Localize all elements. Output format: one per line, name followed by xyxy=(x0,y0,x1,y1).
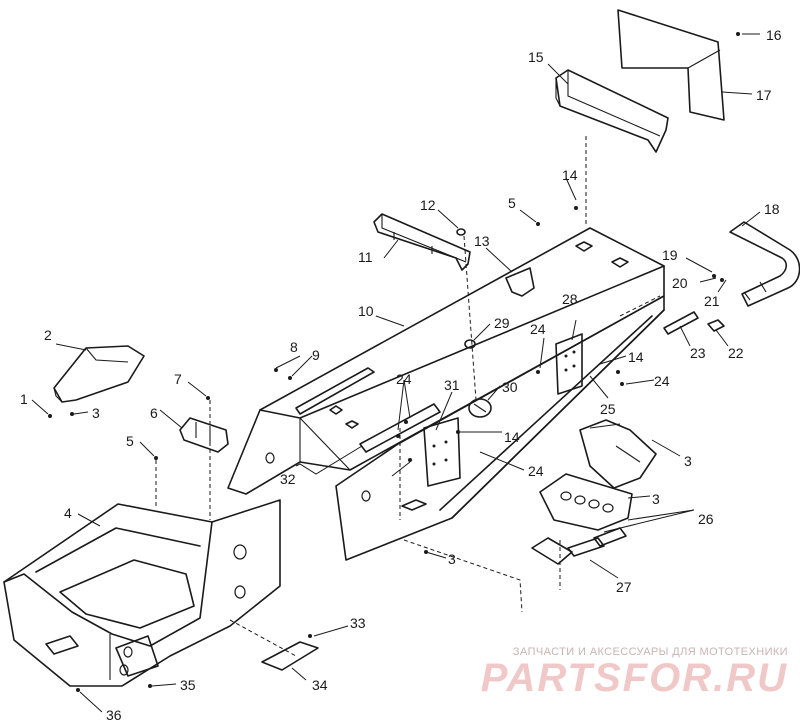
watermark-logo: PARTSFOR.RU xyxy=(480,656,788,700)
part-31-bracket xyxy=(423,417,461,487)
callout-30: 30 xyxy=(502,379,518,395)
callout-23: 23 xyxy=(690,345,706,361)
callout-3: 3 xyxy=(448,551,456,567)
callout-13: 13 xyxy=(474,233,490,249)
callout-22: 22 xyxy=(728,345,744,361)
part-11-bracket xyxy=(373,213,471,271)
callout-29: 29 xyxy=(494,315,510,331)
part-29-washer xyxy=(464,339,476,349)
part-34-strip xyxy=(261,641,319,671)
callout-17: 17 xyxy=(756,87,772,103)
callout-9: 9 xyxy=(312,347,320,363)
callout-11: 11 xyxy=(358,249,373,265)
callout-35: 35 xyxy=(180,677,196,693)
callout-14: 14 xyxy=(562,167,578,183)
callout-15: 15 xyxy=(528,49,544,65)
callouts: 1 2 3 3 3 3 4 5 5 6 7 8 9 10 11 12 13 14… xyxy=(20,27,782,723)
part-26-upper-shield xyxy=(579,419,657,489)
callout-3: 3 xyxy=(92,405,100,421)
part-17-flap xyxy=(617,9,725,121)
callout-24: 24 xyxy=(654,373,670,389)
part-18-bumper xyxy=(729,221,800,307)
watermark: ЗАПЧАСТИ И АКСЕССУАРЫ ДЛЯ МОТОТЕХНИКИ PA… xyxy=(481,646,788,701)
part-15-bracket xyxy=(555,69,669,153)
callout-24: 24 xyxy=(530,321,546,337)
part-2-bracket xyxy=(53,345,145,403)
callout-3: 3 xyxy=(652,491,660,507)
callout-5: 5 xyxy=(126,433,134,449)
fasteners xyxy=(48,32,740,692)
callout-14: 14 xyxy=(504,429,520,445)
callout-3: 3 xyxy=(684,453,692,469)
callout-28: 28 xyxy=(562,291,578,307)
callout-31: 31 xyxy=(444,377,460,393)
callout-12: 12 xyxy=(420,197,436,213)
callout-24: 24 xyxy=(528,463,544,479)
callout-7: 7 xyxy=(174,371,182,387)
part-12-nut xyxy=(456,228,466,236)
callout-19: 19 xyxy=(662,247,678,263)
callout-14: 14 xyxy=(628,349,644,365)
part-4-front-chassis xyxy=(3,499,281,687)
part-9-strip xyxy=(295,367,375,415)
alignment-lines xyxy=(155,136,587,657)
callout-21: 21 xyxy=(704,293,720,309)
leader-lines xyxy=(31,33,761,713)
callout-26: 26 xyxy=(698,511,714,527)
callout-16: 16 xyxy=(766,27,782,43)
part-6-bracket xyxy=(179,417,229,453)
callout-33: 33 xyxy=(350,615,366,631)
callout-18: 18 xyxy=(764,201,780,217)
callout-8: 8 xyxy=(290,339,298,355)
part-32-runner xyxy=(329,403,441,453)
callout-25: 25 xyxy=(600,401,616,417)
callout-6: 6 xyxy=(150,405,158,421)
callout-27: 27 xyxy=(616,579,632,595)
callout-32: 32 xyxy=(280,471,296,487)
callout-2: 2 xyxy=(44,327,52,343)
part-28-bracket xyxy=(555,333,583,395)
part-13-clip xyxy=(505,267,535,297)
callout-34: 34 xyxy=(312,677,328,693)
callout-36: 36 xyxy=(106,707,122,723)
callout-1: 1 xyxy=(20,391,28,407)
part-22-cap xyxy=(707,319,725,332)
callout-10: 10 xyxy=(358,303,374,319)
callout-20: 20 xyxy=(672,275,688,291)
part-26-lower-shield xyxy=(539,473,633,531)
callout-5: 5 xyxy=(508,195,516,211)
part-30-grommet xyxy=(468,398,492,418)
watermark-tagline: ЗАПЧАСТИ И АКСЕССУАРЫ ДЛЯ МОТОТЕХНИКИ xyxy=(512,646,788,658)
callout-24: 24 xyxy=(396,371,412,387)
part-27-bracket xyxy=(531,527,627,565)
part-10-tunnel xyxy=(227,227,665,495)
callout-4: 4 xyxy=(64,505,72,521)
part-23-strip xyxy=(663,311,699,335)
